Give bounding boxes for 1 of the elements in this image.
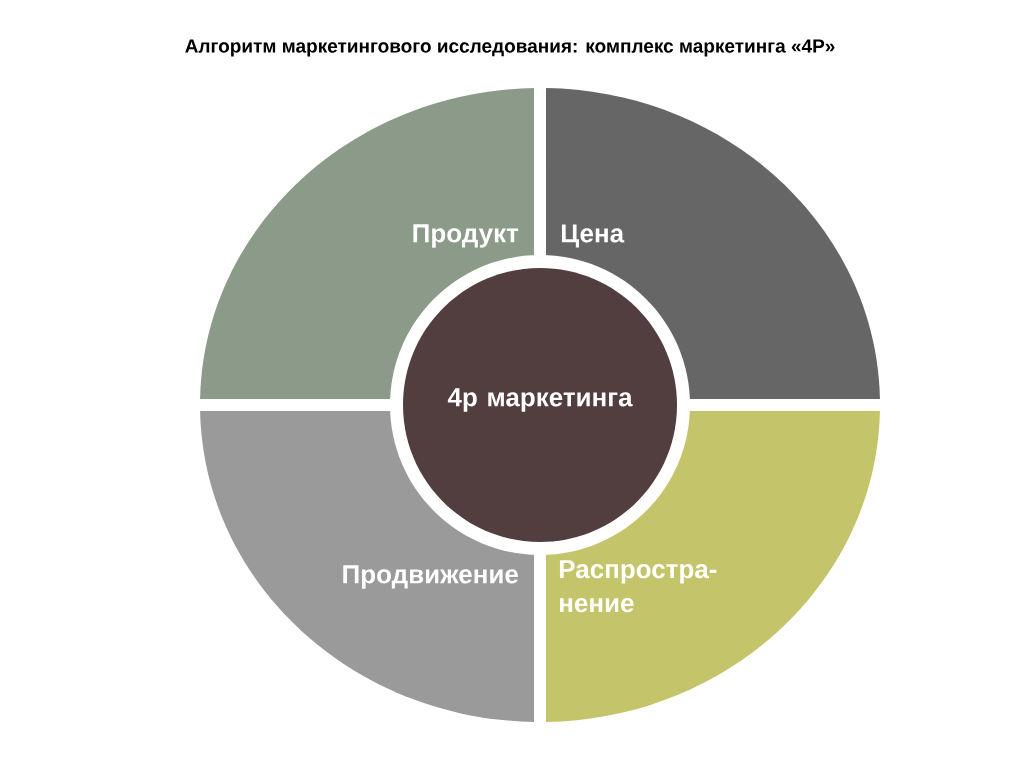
title: Алгоритм маркетингового исследования: комплекс маркетинга «4Р»	[185, 39, 835, 57]
